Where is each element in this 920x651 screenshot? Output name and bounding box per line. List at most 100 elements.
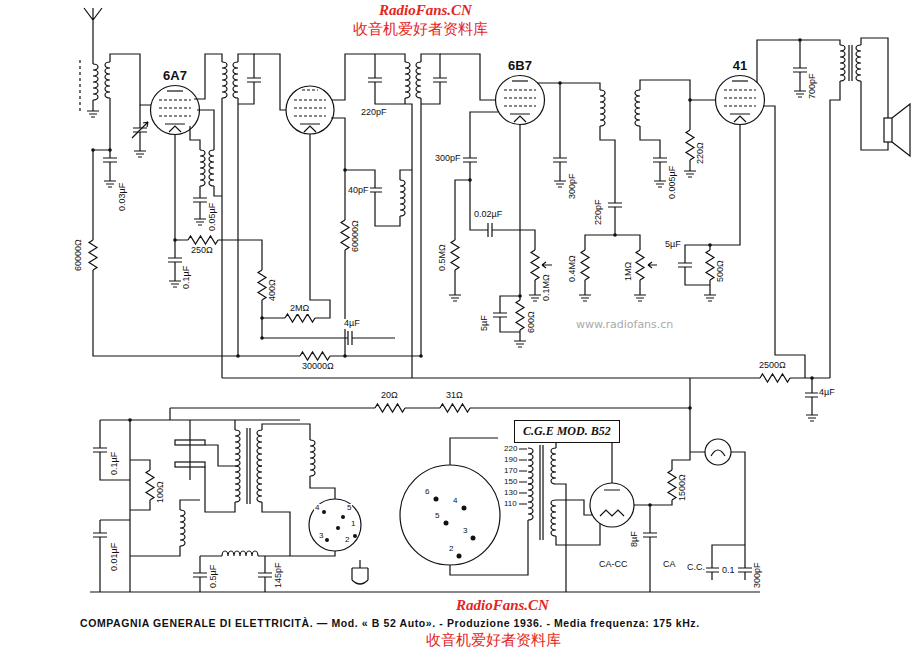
wire	[262, 424, 335, 556]
socket-symbol	[400, 465, 500, 565]
wire	[92, 100, 93, 106]
tube-label: 6A7	[149, 68, 201, 84]
pin-dot	[471, 536, 476, 541]
wire	[332, 54, 405, 100]
socket-symbol	[705, 439, 731, 465]
component-symbol	[551, 448, 556, 484]
tube-symbol	[714, 74, 766, 126]
component-symbol	[684, 166, 696, 177]
component-symbol	[579, 290, 591, 301]
wire	[238, 54, 254, 356]
pin-dot	[322, 510, 326, 514]
component-symbol	[634, 290, 646, 301]
pin-number: 2	[448, 545, 454, 553]
pin-number: 190	[503, 456, 518, 464]
component-symbol	[340, 331, 360, 345]
watermark: 收音机爱好者资料库	[425, 632, 562, 649]
component-symbol	[188, 236, 218, 244]
watermark: 收音机爱好者资料库	[352, 21, 489, 38]
wire	[640, 80, 716, 100]
pin-number: 4	[314, 504, 320, 512]
component-symbol	[480, 223, 500, 237]
wire	[690, 452, 745, 560]
component-symbol	[531, 250, 539, 280]
component-symbol	[704, 290, 716, 301]
component-symbol	[806, 410, 818, 421]
tube-cathode	[165, 124, 185, 132]
tube-symbol	[286, 86, 634, 527]
wire	[200, 551, 335, 592]
tube-symbol	[149, 84, 201, 136]
tube-label: 6B7	[494, 58, 546, 74]
tube-symbol	[294, 90, 326, 116]
wire	[90, 591, 760, 592]
component-value: 0.1	[721, 566, 736, 576]
component-symbol	[285, 314, 315, 322]
watermark: RadioFans.CN	[455, 597, 550, 614]
wire	[830, 81, 840, 378]
tube-label: 41	[714, 58, 766, 74]
component-symbol	[554, 176, 566, 187]
pin-number: 1	[350, 520, 356, 528]
component-symbol	[103, 150, 117, 170]
component-value: 2500Ω	[758, 361, 787, 371]
tube-cathode	[510, 114, 530, 122]
component-value: 0.005µF	[668, 165, 678, 200]
socket-symbol	[711, 450, 725, 456]
component-value: 0.1µF	[110, 451, 120, 476]
component-value: 220Ω	[696, 141, 706, 165]
component-symbol	[493, 305, 507, 325]
component-value: CA	[662, 560, 677, 570]
component-symbol	[222, 551, 258, 556]
pin-dot	[444, 521, 449, 526]
tube-envelope	[716, 76, 765, 125]
model-box: C.G.E MOD. B52	[514, 420, 620, 443]
speaker-symbol	[884, 104, 910, 156]
component-symbol	[581, 250, 589, 280]
pin-dot	[457, 554, 462, 559]
component-value: 100Ω	[156, 480, 166, 504]
wire	[221, 98, 222, 378]
component-value: 250Ω	[190, 246, 214, 256]
component-symbol	[310, 440, 315, 476]
tube-symbol	[300, 124, 320, 132]
component-value: 300pF	[434, 154, 462, 164]
component-symbol	[551, 500, 556, 536]
vibrator-symbol	[175, 462, 205, 467]
component-symbol	[133, 120, 147, 140]
component-symbol	[368, 180, 382, 200]
component-symbol	[258, 270, 266, 300]
component-value: 145pF	[274, 561, 284, 589]
component-symbol	[433, 70, 447, 90]
tube-grid	[724, 90, 756, 106]
wire	[110, 54, 151, 105]
component-value: 600Ω	[527, 310, 537, 334]
component-value: 20Ω	[380, 391, 399, 401]
wire	[84, 8, 102, 64]
component-value: 4µF	[343, 319, 361, 329]
component-symbol	[200, 150, 205, 186]
component-symbol	[257, 430, 262, 466]
pin-dot	[648, 503, 652, 507]
component-symbol	[341, 220, 349, 250]
vibrator-symbol	[175, 440, 205, 467]
speaker-symbol	[892, 104, 910, 156]
wire	[440, 54, 496, 100]
component-value: 300pF	[568, 172, 578, 200]
pin-number: 170	[503, 467, 518, 475]
pin-dot	[810, 376, 814, 380]
socket-symbol	[309, 439, 731, 565]
tube-envelope	[496, 76, 545, 125]
component-symbol	[678, 255, 692, 275]
component-value: 5µF	[664, 240, 682, 250]
wire	[79, 60, 80, 112]
component-symbol	[856, 45, 861, 81]
pin-dot	[343, 168, 347, 172]
wire	[331, 118, 412, 226]
model-label: C.G.E MOD. B52	[523, 424, 611, 439]
pin-dot	[325, 538, 329, 542]
component-symbol	[528, 484, 533, 520]
